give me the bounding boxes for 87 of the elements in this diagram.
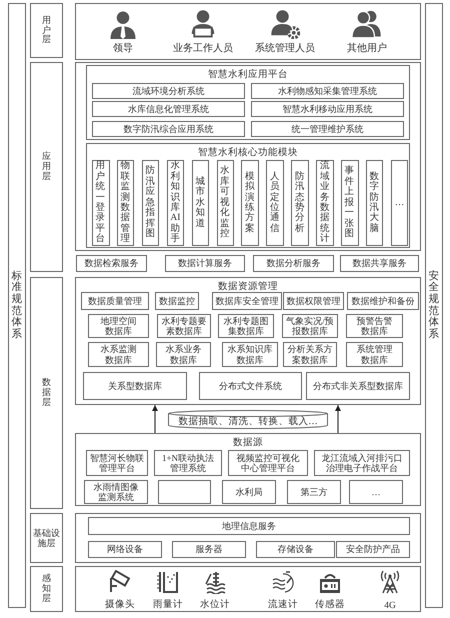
label-box: 统一管理维护系统 bbox=[251, 121, 404, 137]
module-box: 水库可视化监控 bbox=[216, 160, 234, 246]
layer-panel bbox=[75, 513, 421, 563]
module-box: 防汛态势分析 bbox=[291, 160, 309, 246]
device-label: 传感器 bbox=[314, 598, 346, 611]
label-box: 预警告警数据库 bbox=[346, 314, 403, 338]
label-box: … bbox=[349, 480, 403, 504]
label-box: 流域环境分析系统 bbox=[92, 83, 245, 99]
side-band: 标准规范体系 bbox=[8, 3, 26, 608]
label-box: 数据维护和备份 bbox=[347, 292, 419, 310]
label-box: 系统管理数据库 bbox=[346, 342, 403, 367]
label-box: 数字防汛综合应用系统 bbox=[92, 121, 245, 137]
device-label: 摄像头 bbox=[104, 598, 136, 611]
module-box: 城市水知道 bbox=[192, 160, 210, 246]
label-box: 水利专题要素数据库 bbox=[157, 314, 211, 338]
label-box: 数据检索服务 bbox=[76, 255, 147, 272]
label-box: 网络设备 bbox=[88, 541, 162, 558]
label-box: 水系监测数据库 bbox=[88, 342, 149, 367]
layer-label: 数据层 bbox=[30, 277, 63, 509]
label-box: 数据分析服务 bbox=[253, 255, 334, 272]
user-label: 领导 bbox=[112, 42, 134, 55]
module-box: 事件上报一张图 bbox=[341, 160, 358, 246]
group-box bbox=[75, 277, 421, 405]
layer-label: 应用层 bbox=[30, 62, 63, 272]
arrow bbox=[152, 404, 158, 434]
module-box: 物联监测数据管理 bbox=[116, 160, 134, 246]
module-box: 流域业务数据统计 bbox=[316, 160, 334, 246]
arrow bbox=[335, 404, 341, 434]
box-title: 智慧水利核心功能模块 bbox=[197, 146, 299, 159]
box-title: 数据资源管理 bbox=[217, 280, 279, 293]
layer-panel bbox=[75, 566, 421, 612]
label-box: 水利局 bbox=[222, 480, 276, 504]
module-box: 人员定位通信 bbox=[266, 160, 284, 246]
layer-panel bbox=[75, 3, 421, 60]
layer-label: 感知层 bbox=[30, 566, 63, 612]
label-box: 安全防护产品 bbox=[336, 541, 410, 558]
label-box: 数据计算服务 bbox=[165, 255, 245, 272]
device-label: 水位计 bbox=[199, 598, 231, 611]
label-box: 分析关系方案数据库 bbox=[283, 342, 337, 367]
group-box bbox=[75, 433, 421, 506]
label-box: 气象实况/预报数据库 bbox=[282, 314, 338, 338]
label-box: 视频监控可视化中心管理平台 bbox=[228, 450, 308, 476]
user-label: 其他用户 bbox=[346, 42, 388, 55]
module-box: … bbox=[390, 160, 408, 246]
device-label: 流速计 bbox=[267, 598, 299, 611]
label-box: 水利专题图集数据库 bbox=[218, 314, 274, 338]
empty-box bbox=[158, 480, 211, 504]
label-box: 数据权限管理 bbox=[283, 292, 344, 310]
user-label: 业务工作人员 bbox=[172, 42, 234, 55]
layer-panel bbox=[75, 62, 421, 251]
label-box: 存储设备 bbox=[256, 541, 335, 558]
label-box: 数据监控 bbox=[155, 292, 199, 310]
module-box: 水利知识库AI助手 bbox=[166, 160, 184, 246]
box-title: 智慧水利应用平台 bbox=[207, 68, 289, 81]
module-box: 模拟演练方案 bbox=[241, 160, 259, 246]
layer-label: 基础设施层 bbox=[30, 513, 63, 563]
user-label: 系统管理人员 bbox=[254, 42, 316, 55]
label-box: 水库信息化管理系统 bbox=[92, 101, 245, 117]
label-box: 数据库安全管理 bbox=[212, 292, 282, 310]
label-box: 智慧河长物联管理平台 bbox=[86, 450, 148, 476]
label-box: 1+N联动执法管理系统 bbox=[154, 450, 222, 476]
label-box: 智慧水利移动应用系统 bbox=[251, 101, 404, 117]
label-box: 第三方 bbox=[287, 480, 341, 504]
label-box: 地理信息服务 bbox=[88, 517, 410, 535]
module-box: 防汛应急指挥图 bbox=[142, 160, 160, 246]
device-label: 雨量计 bbox=[152, 598, 184, 611]
label-box: 水系业务数据库 bbox=[156, 342, 211, 367]
label-box: 龙江流域入河排污口治理电子作战平台 bbox=[314, 450, 410, 476]
label-box: 数据质量管理 bbox=[81, 292, 149, 310]
label-box: 水系知识库数据库 bbox=[222, 342, 278, 367]
layer-label: 用户层 bbox=[30, 3, 63, 58]
module-box: 用户统一登录平台 bbox=[92, 160, 110, 246]
label-box: 分布式非关系型数据库 bbox=[306, 372, 410, 400]
device-label: 4G bbox=[383, 601, 397, 611]
group-box bbox=[86, 143, 410, 248]
label-box: 地理空间数据库 bbox=[88, 314, 149, 338]
label-box: 数据共享服务 bbox=[340, 255, 419, 272]
label-box: 分布式文件系统 bbox=[199, 372, 302, 400]
label-box: 水雨情图像监测系统 bbox=[84, 480, 148, 504]
side-band: 安全规范体系 bbox=[425, 3, 443, 608]
label-box: 水利物感知采集管理系统 bbox=[251, 83, 404, 99]
cylinder: 数据抽取、清洗、转换、载入… bbox=[168, 410, 328, 429]
module-box: 数字防汛大脑 bbox=[366, 160, 384, 246]
group-box bbox=[86, 65, 410, 140]
label-box: 服务器 bbox=[172, 541, 246, 558]
label-box: 关系型数据库 bbox=[83, 372, 187, 400]
box-title: 数据源 bbox=[232, 436, 264, 449]
